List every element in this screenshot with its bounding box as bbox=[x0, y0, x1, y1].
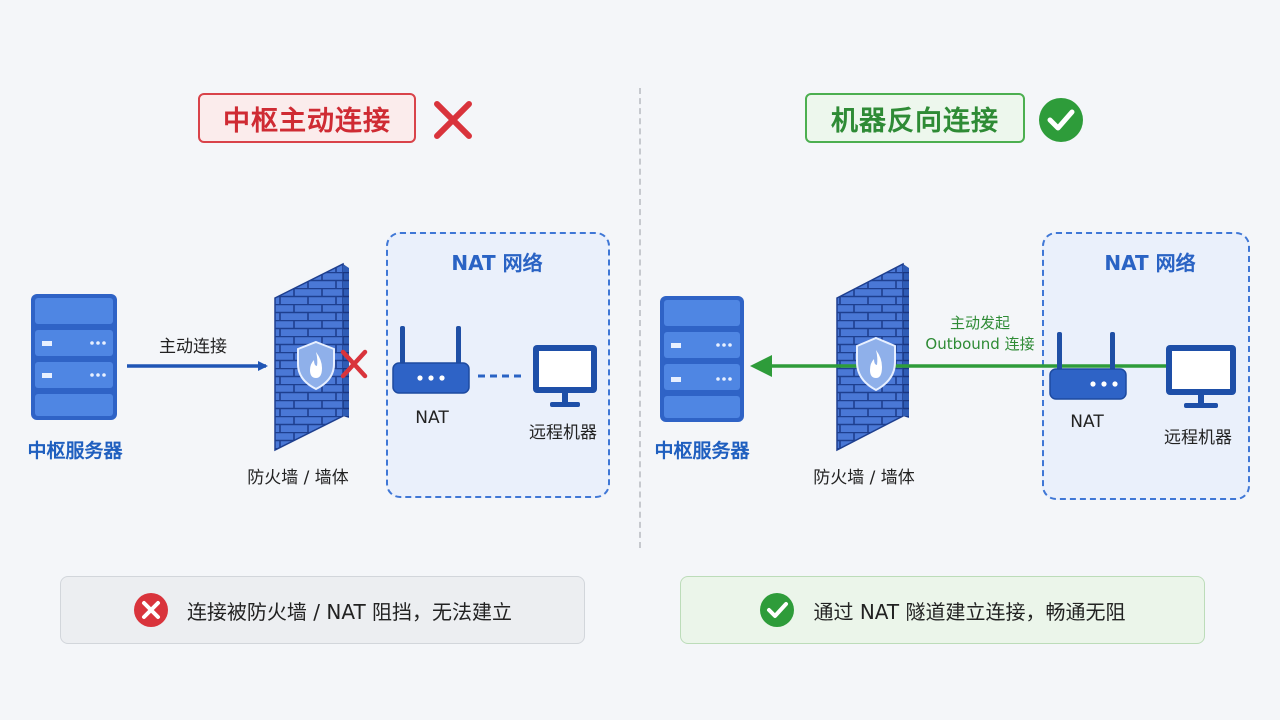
center-divider bbox=[639, 88, 641, 548]
left-router-icon bbox=[392, 326, 470, 394]
left-title: 中枢主动连接 bbox=[198, 93, 416, 143]
left-nat-label: NAT bbox=[415, 408, 449, 428]
left-machine-label: 远程机器 bbox=[529, 423, 597, 443]
left-firewall-label: 防火墙 / 墙体 bbox=[247, 468, 349, 488]
right-firewall-label: 防火墙 / 墙体 bbox=[813, 468, 915, 488]
left-firewall-icon bbox=[274, 262, 349, 452]
x-mark-icon bbox=[434, 101, 472, 139]
check-circle-icon bbox=[1039, 98, 1083, 142]
right-server-label: 中枢服务器 bbox=[654, 440, 750, 462]
right-monitor-icon bbox=[1166, 345, 1236, 408]
left-status-box: 连接被防火墙 / NAT 阻挡，无法建立 bbox=[60, 576, 585, 644]
right-arrow-label-line2: Outbound 连接 bbox=[925, 335, 1035, 353]
right-machine-label: 远程机器 bbox=[1164, 428, 1232, 448]
right-nat-network-title: NAT 网络 bbox=[1104, 251, 1196, 275]
right-router-icon bbox=[1049, 332, 1127, 400]
blocked-x-icon bbox=[340, 349, 368, 379]
left-server-icon bbox=[31, 294, 117, 420]
left-status-text: 连接被防火墙 / NAT 阻挡，无法建立 bbox=[186, 599, 513, 624]
check-circle-small-icon bbox=[760, 593, 795, 627]
right-arrow-label-line1: 主动发起 bbox=[949, 314, 1011, 332]
right-status-text: 通过 NAT 隧道建立连接，畅通无阻 bbox=[813, 599, 1126, 624]
left-nat-network-title: NAT 网络 bbox=[451, 251, 543, 275]
left-server-label: 中枢服务器 bbox=[27, 440, 123, 462]
x-circle-icon bbox=[133, 593, 168, 627]
right-server-icon bbox=[660, 296, 744, 422]
left-monitor-icon bbox=[533, 345, 597, 407]
left-arrow-label: 主动连接 bbox=[159, 337, 227, 357]
right-title: 机器反向连接 bbox=[805, 93, 1025, 143]
right-firewall-shield-icon bbox=[856, 336, 896, 392]
outbound-arrow bbox=[750, 355, 1168, 377]
right-nat-label: NAT bbox=[1070, 412, 1104, 432]
right-status-box: 通过 NAT 隧道建立连接，畅通无阻 bbox=[680, 576, 1205, 644]
